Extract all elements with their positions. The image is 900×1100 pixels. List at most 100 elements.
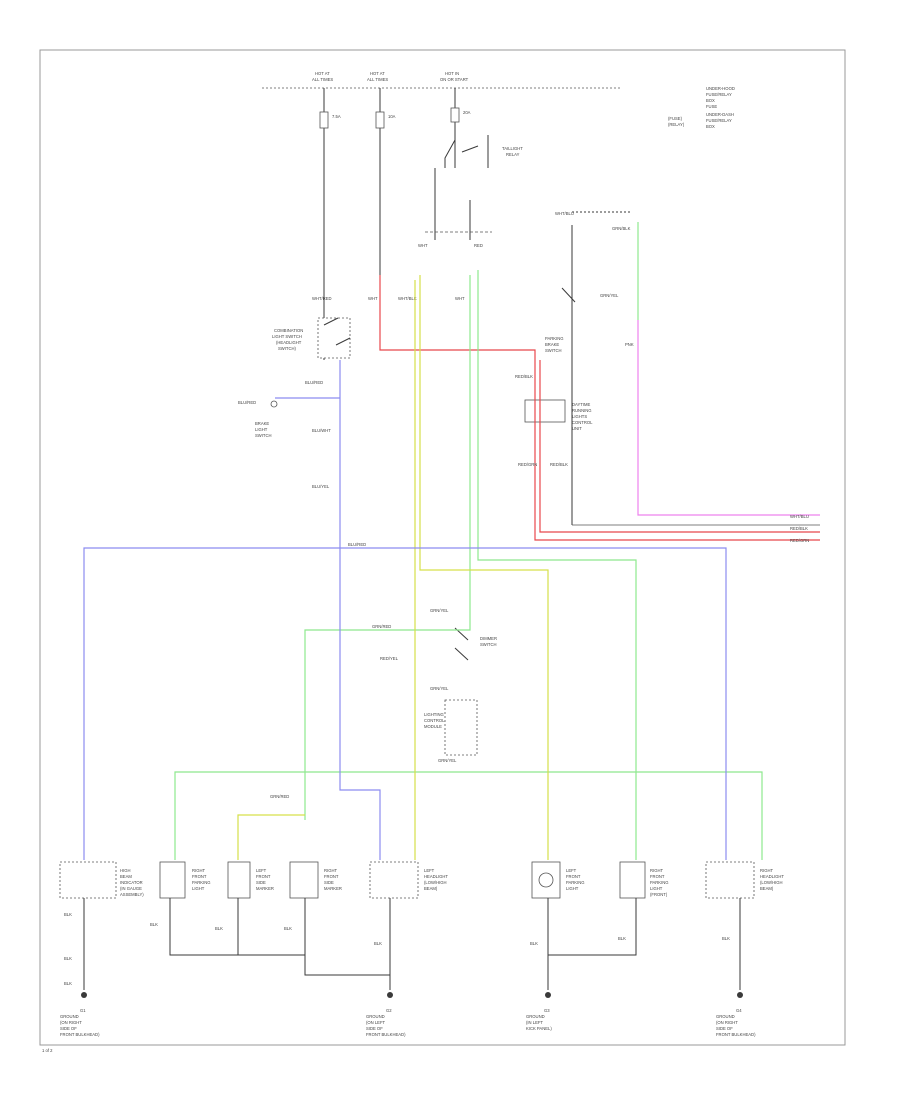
svg-text:GROUND: GROUND — [716, 1014, 735, 1019]
svg-text:GROUND: GROUND — [60, 1014, 79, 1019]
svg-text:ON OR START: ON OR START — [440, 77, 469, 82]
svg-text:FRONT: FRONT — [324, 874, 339, 879]
svg-text:SWITCH: SWITCH — [255, 433, 272, 438]
load-right-front-parking: RIGHT FRONT PARKING LIGHT — [159, 861, 211, 899]
svg-text:PARKING: PARKING — [192, 880, 211, 885]
dimmer-switch: DIMMER SWITCH — [454, 627, 497, 661]
svg-text:LEFT: LEFT — [424, 868, 435, 873]
svg-text:HOT AT: HOT AT — [370, 71, 385, 76]
svg-text:WHT: WHT — [368, 296, 378, 301]
svg-text:20A: 20A — [463, 110, 471, 115]
yellow-wire-run — [237, 275, 549, 860]
brake-light-switch: BRAKE LIGHT SWITCH — [255, 400, 278, 438]
svg-text:SWITCH): SWITCH) — [278, 346, 297, 351]
svg-text:BLU/RED: BLU/RED — [238, 400, 256, 405]
svg-text:FRONT: FRONT — [192, 874, 207, 879]
svg-text:RED/BLK: RED/BLK — [790, 526, 808, 531]
blue-wire-run — [83, 360, 727, 860]
svg-text:LIGHT: LIGHT — [192, 886, 205, 891]
ground-g4: G4 GROUND (ON RIGHT SIDE OF FRONT BULKHE… — [716, 992, 756, 1037]
load-left-headlight: LEFT HEADLIGHT (LOW/HIGH BEAM) — [369, 861, 448, 899]
svg-text:G1: G1 — [80, 1008, 86, 1013]
svg-text:GRN/YEL: GRN/YEL — [430, 686, 449, 691]
svg-text:MARKER: MARKER — [256, 886, 274, 891]
svg-text:GRN/YEL: GRN/YEL — [430, 608, 449, 613]
top-fuse-mid-label: HOT AT ALL TIMES — [367, 71, 388, 82]
svg-text:(FUSE): (FUSE) — [668, 116, 683, 121]
svg-text:RED/GRN: RED/GRN — [518, 462, 537, 467]
svg-text:BLK: BLK — [64, 956, 72, 961]
ground-wiring — [83, 898, 741, 990]
svg-text:CONTROL: CONTROL — [572, 420, 593, 425]
svg-text:BEAM: BEAM — [120, 874, 132, 879]
svg-text:WHT: WHT — [455, 296, 465, 301]
svg-text:HIGH: HIGH — [120, 868, 130, 873]
svg-text:WHT/BLK: WHT/BLK — [398, 296, 417, 301]
svg-text:SIDE OF: SIDE OF — [716, 1026, 733, 1031]
ground-g1: G1 GROUND (ON RIGHT SIDE OF FRONT BULKHE… — [60, 992, 100, 1037]
fuse-column-left: 7.5A WHT/RED — [312, 88, 341, 360]
under-hood-box-label: UNDER-HOOD FUSE/RELAY BOX FUSE — [706, 86, 735, 109]
svg-text:BLK: BLK — [150, 922, 158, 927]
svg-text:BLK: BLK — [284, 926, 292, 931]
svg-text:PNK: PNK — [625, 342, 634, 347]
svg-text:ASSEMBLY): ASSEMBLY) — [120, 892, 144, 897]
svg-text:GRN/YEL: GRN/YEL — [438, 758, 457, 763]
svg-text:G2: G2 — [386, 1008, 392, 1013]
svg-text:RED/GRN: RED/GRN — [790, 538, 809, 543]
svg-text:SIDE: SIDE — [324, 880, 334, 885]
svg-text:GROUND: GROUND — [366, 1014, 385, 1019]
svg-text:7.5A: 7.5A — [332, 114, 341, 119]
svg-text:UNDER-HOOD: UNDER-HOOD — [706, 86, 735, 91]
load-left-front-parking: LEFT FRONT PARKING LIGHT — [531, 861, 585, 899]
svg-text:HEADLIGHT: HEADLIGHT — [760, 874, 784, 879]
svg-text:FUSE/RELAY: FUSE/RELAY — [706, 92, 732, 97]
diagram-frame — [39, 49, 846, 1046]
load-right-front-parking-front: RIGHT FRONT PARKING LIGHT (FRONT) — [619, 861, 669, 899]
svg-text:DAYTIME: DAYTIME — [572, 402, 591, 407]
svg-text:MARKER: MARKER — [324, 886, 342, 891]
top-fuse-left-label: HOT AT ALL TIMES — [312, 71, 333, 82]
svg-text:RELAY: RELAY — [506, 152, 520, 157]
svg-text:LIGHT: LIGHT — [650, 886, 663, 891]
svg-text:HOT AT: HOT AT — [315, 71, 330, 76]
svg-text:WHT/BLU: WHT/BLU — [790, 514, 809, 519]
svg-text:FUSE: FUSE — [706, 104, 717, 109]
svg-text:BRAKE: BRAKE — [545, 342, 559, 347]
svg-text:CONTROL: CONTROL — [424, 718, 445, 723]
ground-g2: G2 GROUND (ON LEFT SIDE OF FRONT BULKHEA… — [366, 992, 406, 1037]
svg-text:UNIT: UNIT — [572, 426, 582, 431]
svg-text:GRN/BLK: GRN/BLK — [612, 226, 631, 231]
load-right-front-side-marker: RIGHT FRONT SIDE MARKER — [289, 861, 342, 899]
svg-text:FRONT BULKHEAD): FRONT BULKHEAD) — [60, 1032, 100, 1037]
svg-text:LIGHT: LIGHT — [255, 427, 268, 432]
svg-text:WHT/BLU: WHT/BLU — [555, 211, 574, 216]
svg-text:HEADLIGHT: HEADLIGHT — [424, 874, 448, 879]
svg-text:BLU/YEL: BLU/YEL — [312, 484, 330, 489]
svg-text:BLK: BLK — [374, 941, 382, 946]
svg-text:BLU/RED: BLU/RED — [305, 380, 323, 385]
svg-text:ALL TIMES: ALL TIMES — [367, 77, 388, 82]
svg-text:WHT/RED: WHT/RED — [312, 296, 332, 301]
fuse-column-mid: 10A WHT WHT/BLK — [368, 88, 417, 301]
svg-text:BLU/RED: BLU/RED — [348, 542, 366, 547]
red-wire-run — [379, 275, 820, 541]
load-right-headlight: RIGHT HEADLIGHT (LOW/HIGH BEAM) — [705, 861, 784, 899]
svg-text:FRONT: FRONT — [566, 874, 581, 879]
svg-text:BOX: BOX — [706, 124, 715, 129]
svg-text:(HEADLIGHT: (HEADLIGHT — [276, 340, 302, 345]
svg-text:GROUND: GROUND — [526, 1014, 545, 1019]
svg-text:RIGHT: RIGHT — [650, 868, 663, 873]
svg-text:FRONT BULKHEAD): FRONT BULKHEAD) — [366, 1032, 406, 1037]
svg-text:RED/BLK: RED/BLK — [550, 462, 568, 467]
mid-conn-label-b: RED — [474, 243, 483, 248]
mid-conn-label-a: WHT — [418, 243, 428, 248]
svg-text:RIGHT: RIGHT — [760, 868, 773, 873]
svg-text:FRONT: FRONT — [256, 874, 271, 879]
fuse-column-right: 20A TAILLIGHT RELAY WHT — [434, 88, 523, 301]
ground-g3: G3 GROUND (IN LEFT KICK PANEL) — [526, 992, 552, 1031]
svg-text:DIMMER: DIMMER — [480, 636, 497, 641]
svg-text:PARKING: PARKING — [650, 880, 669, 885]
svg-text:RED/YEL: RED/YEL — [380, 656, 399, 661]
svg-text:LIGHTS: LIGHTS — [572, 414, 587, 419]
